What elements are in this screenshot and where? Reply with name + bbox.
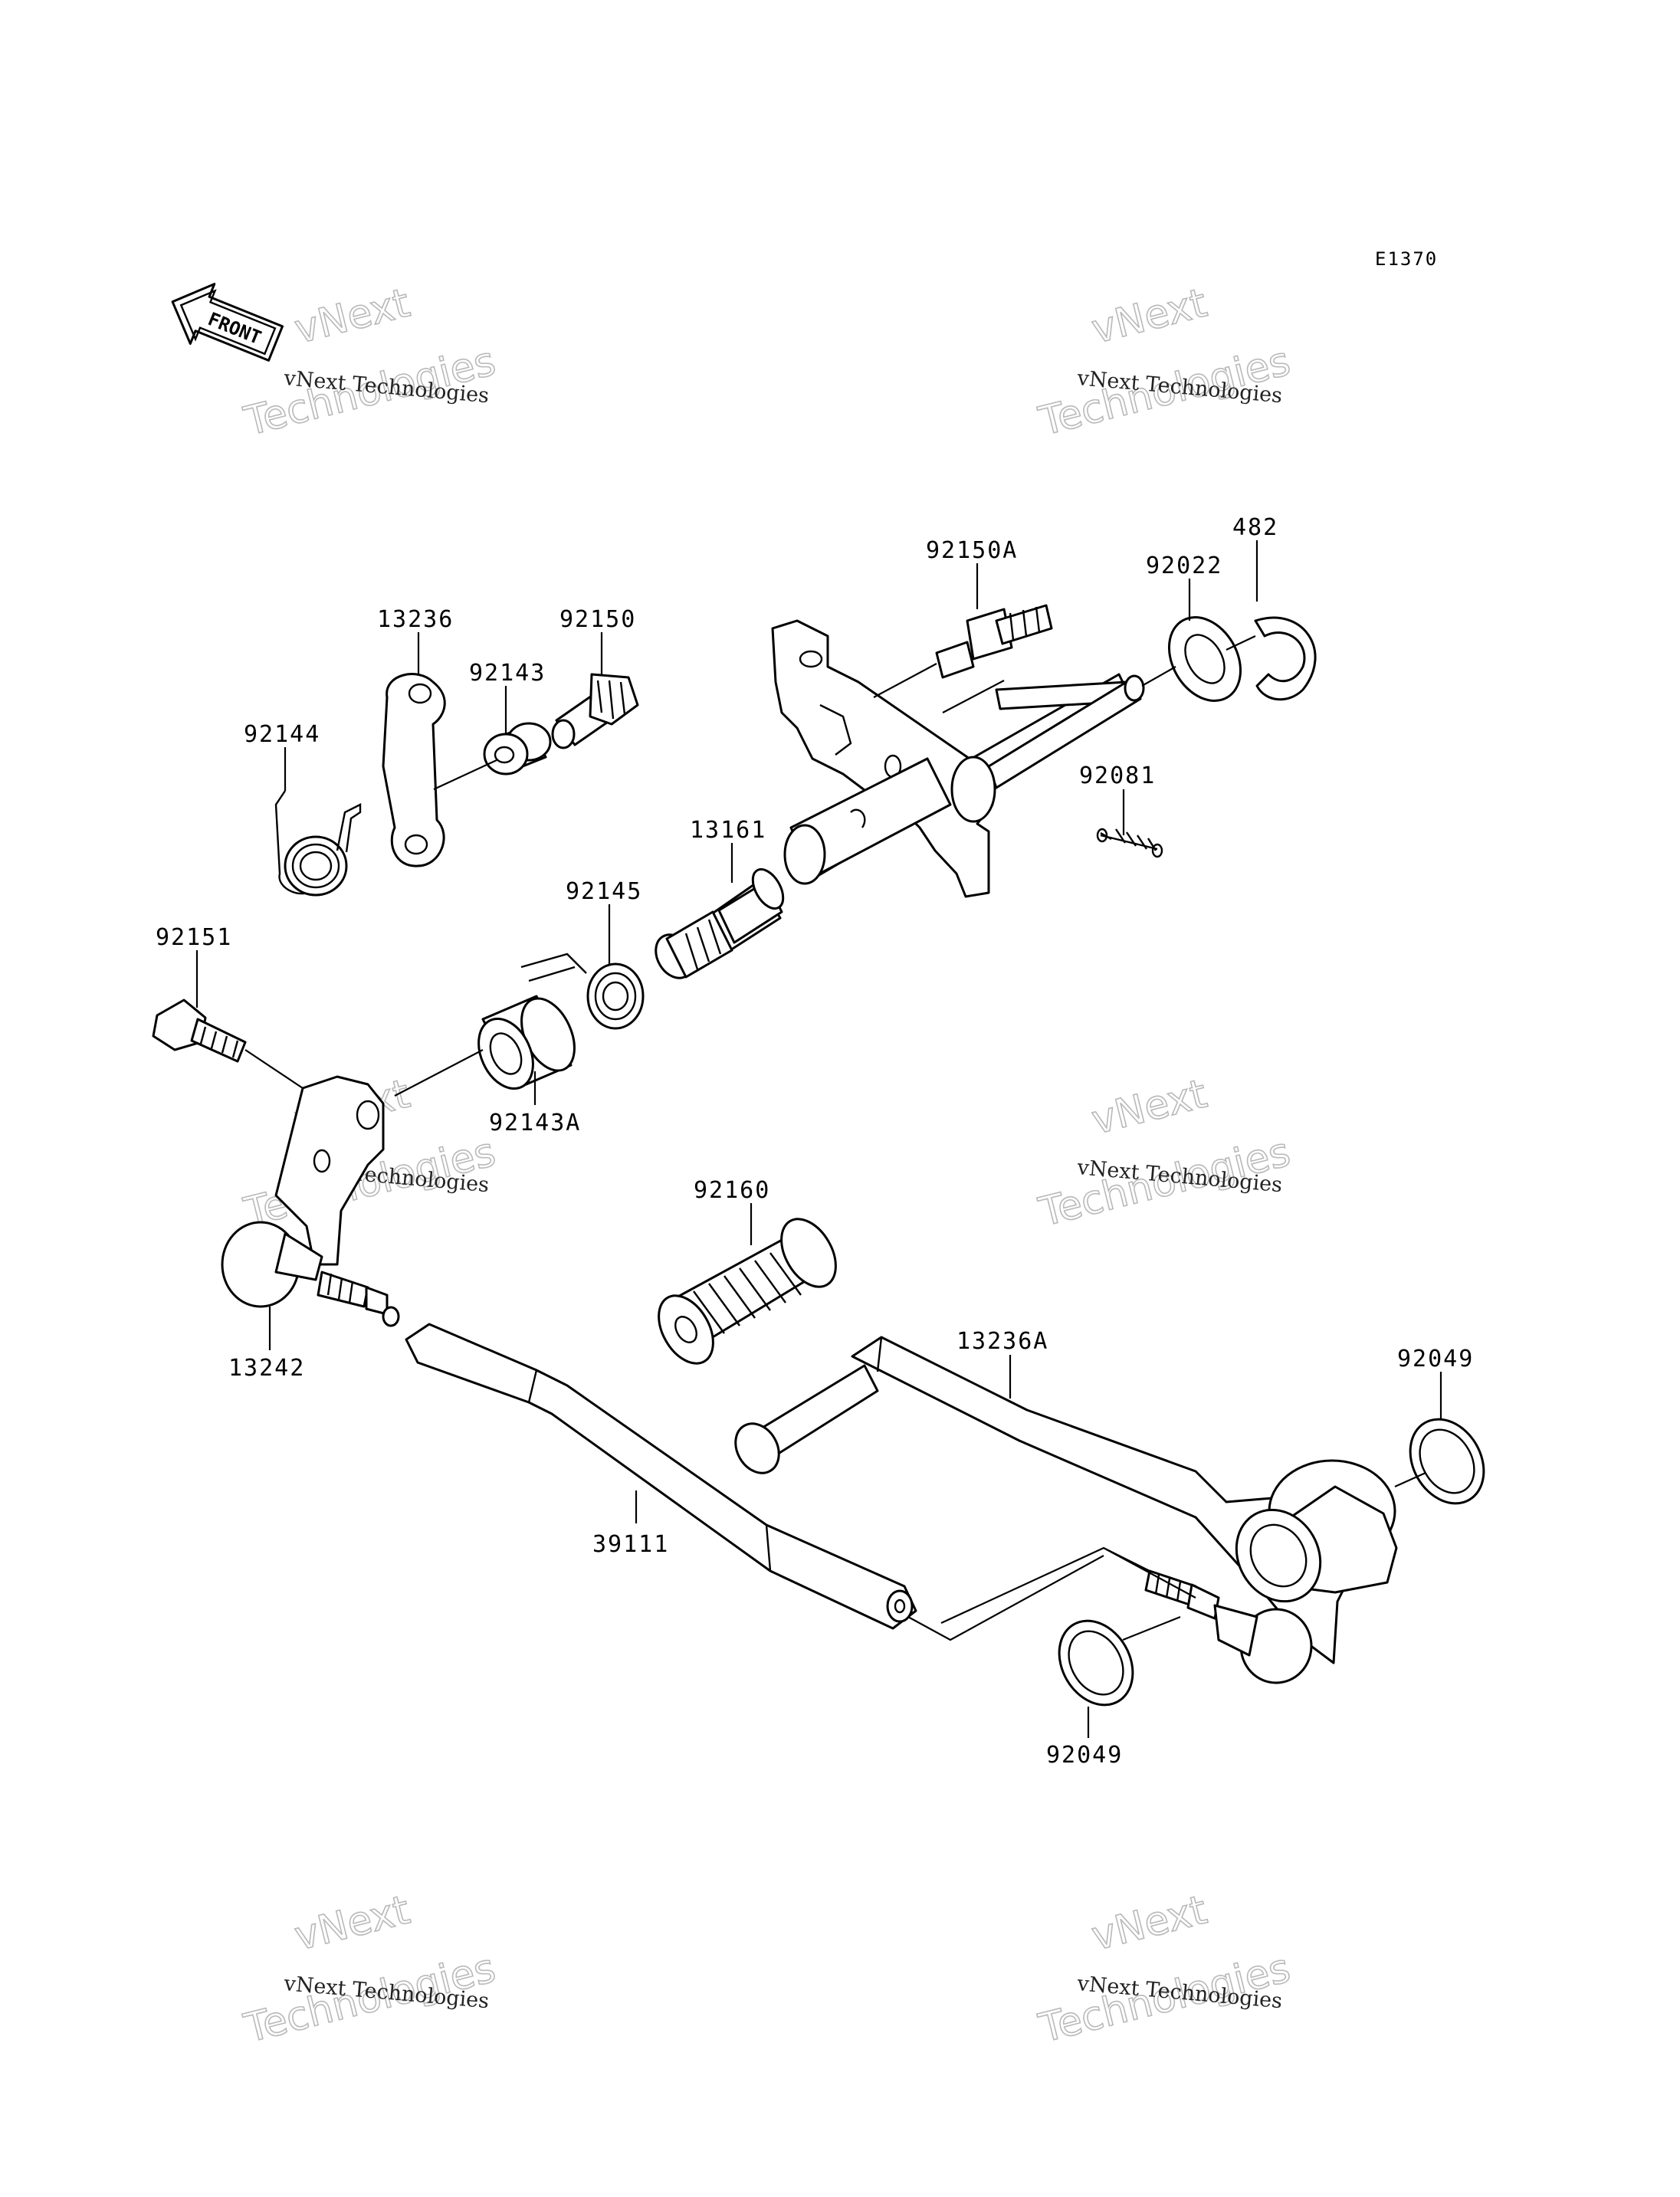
label-39111: 39111: [592, 1531, 669, 1558]
watermark-big-line1: vNext: [290, 280, 415, 353]
part-482-circlip: [1254, 616, 1317, 701]
label-13242: 13242: [228, 1355, 305, 1382]
watermark-big-line1: vNext: [1088, 1071, 1212, 1144]
watermark-big-line1: vNext: [290, 1887, 415, 1960]
label-92150A: 92150A: [926, 537, 1018, 564]
part-92160-rubber: [658, 1218, 837, 1365]
part-39111-rod: [405, 1323, 917, 1630]
label-92022: 92022: [1146, 553, 1222, 579]
diagram-code: E1370: [1375, 248, 1438, 270]
watermark-mid-right: vNext Technologies vNext Technologies: [1034, 1071, 1295, 1237]
watermark-bottom-left: vNext Technologies vNext Technologies: [239, 1887, 500, 2053]
part-13236A-pedal: [734, 1336, 1398, 1664]
label-92151: 92151: [156, 924, 232, 951]
label-92145: 92145: [566, 878, 642, 905]
label-92144: 92144: [244, 721, 320, 748]
part-92049-seal-bottom: [1058, 1619, 1134, 1707]
label-13161: 13161: [690, 817, 766, 844]
label-482: 482: [1232, 514, 1278, 541]
part-lower-ball-joint: [1144, 1569, 1313, 1684]
part-92151-bolt: [152, 998, 247, 1063]
part-92150A-stud: [935, 604, 1053, 679]
watermark-big-line1: vNext: [1088, 1887, 1212, 1960]
part-linkage-arm: [221, 1075, 400, 1327]
part-labels: 92144 13236 92143 92150 92150A 92022 482…: [156, 514, 1474, 1769]
part-13161-spline: [655, 867, 785, 979]
part-13236-arm: [382, 673, 446, 867]
part-92145-spring: [520, 953, 645, 1030]
part-92144-spring: [274, 790, 362, 897]
part-shift-shaft: [771, 619, 1145, 898]
label-13236: 13236: [377, 606, 454, 633]
watermark-bottom-right: vNext Technologies vNext Technologies: [1034, 1887, 1295, 2053]
label-92081: 92081: [1079, 762, 1156, 789]
part-92143A-collar: [477, 995, 576, 1090]
label-13236A: 13236A: [956, 1328, 1048, 1355]
label-92150: 92150: [559, 606, 636, 633]
front-arrow-icon: FRONT: [171, 283, 284, 362]
label-92049-bottom: 92049: [1046, 1742, 1123, 1769]
label-92049-top: 92049: [1397, 1346, 1474, 1372]
watermark-big-line1: vNext: [1088, 280, 1212, 353]
part-92049-seal-top: [1409, 1418, 1485, 1505]
assembly-lines: [244, 635, 1426, 1641]
part-92150-bolt: [551, 673, 639, 749]
label-92143: 92143: [469, 660, 546, 687]
watermark-top-right: vNext Technologies vNext Technologies: [1034, 280, 1295, 446]
callout-leaders: [195, 540, 1442, 1738]
watermark-top-left: vNext Technologies vNext Technologies: [239, 280, 500, 446]
part-92081-spring: [1096, 828, 1163, 858]
label-92160: 92160: [694, 1177, 770, 1204]
part-92143-collar: [483, 722, 552, 776]
label-92143A: 92143A: [489, 1110, 581, 1136]
part-92022-washer: [1167, 616, 1242, 702]
